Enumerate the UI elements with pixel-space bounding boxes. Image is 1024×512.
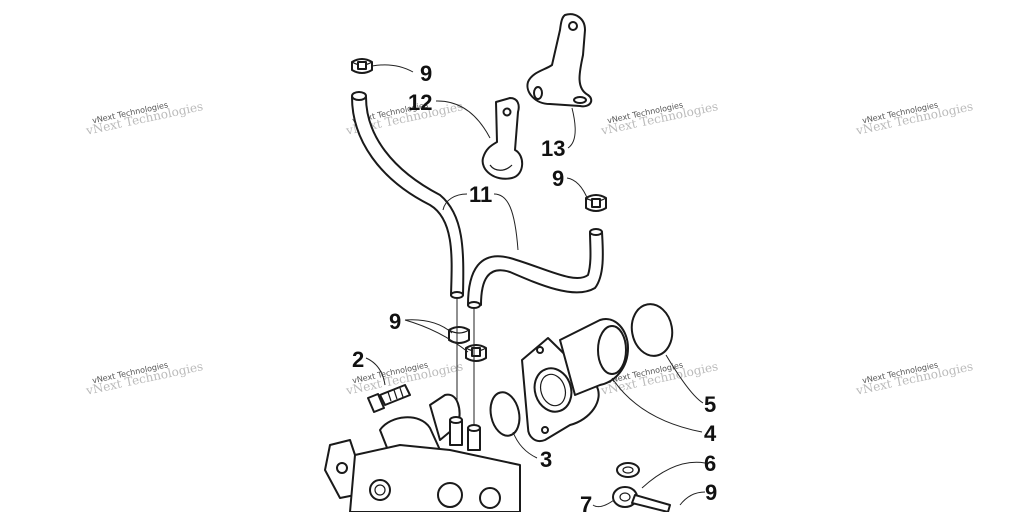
leader-3 xyxy=(512,431,538,459)
callout-3: 3 xyxy=(540,447,552,472)
callout-9-bottom: 9 xyxy=(705,480,717,505)
part-5-o-ring xyxy=(630,303,674,357)
leader-12 xyxy=(435,100,491,139)
oil-pump-body xyxy=(324,393,521,512)
leader-9c-1 xyxy=(404,319,453,334)
leader-7 xyxy=(592,499,615,508)
leader-9c-2 xyxy=(404,319,469,353)
callout-2: 2 xyxy=(352,347,364,372)
leader-11-left xyxy=(442,193,468,211)
part-9-clamp-right xyxy=(585,194,607,212)
leader-4 xyxy=(611,377,703,433)
callout-13: 13 xyxy=(541,136,565,161)
part-2-bolt xyxy=(367,384,411,413)
part-7-banjo-fitting xyxy=(612,486,671,512)
callout-6: 6 xyxy=(704,451,716,476)
part-13-bracket xyxy=(526,13,593,108)
watermark-bottom-right: vNext Technologies vNext Technologies xyxy=(854,359,974,398)
callout-9-top: 9 xyxy=(420,61,432,86)
part-11-hose-right xyxy=(467,228,604,309)
callout-9-middle: 9 xyxy=(389,309,401,334)
callout-7: 7 xyxy=(580,492,592,512)
part-4-flange-adapter xyxy=(521,318,629,442)
leader-6 xyxy=(641,461,706,489)
callout-9-right: 9 xyxy=(552,166,564,191)
callout-5: 5 xyxy=(704,392,716,417)
leader-13 xyxy=(567,107,576,149)
callout-11: 11 xyxy=(469,182,492,207)
callout-12: 12 xyxy=(408,90,432,115)
watermark-top-right: vNext Technologies vNext Technologies xyxy=(854,99,974,138)
part-6-washer xyxy=(616,462,640,478)
leader-5 xyxy=(665,354,704,404)
part-3-o-ring xyxy=(489,391,521,437)
watermark-bottom-left: vNext Technologies vNext Technologies xyxy=(84,359,204,398)
callout-4: 4 xyxy=(704,421,717,446)
leader-11-right xyxy=(493,193,519,251)
part-11-hose-left xyxy=(351,91,465,299)
watermark-top-left: vNext Technologies vNext Technologies xyxy=(84,99,204,138)
leader-9a xyxy=(371,64,414,73)
part-9-clamps-middle xyxy=(448,326,487,362)
part-12-p-clamp xyxy=(481,97,524,180)
leader-9d xyxy=(679,491,706,506)
leader-2 xyxy=(365,357,386,386)
leader-lines xyxy=(365,64,706,508)
watermark-top-mid-right: vNext Technologies vNext Technologies xyxy=(599,99,719,138)
part-9-clamp-top xyxy=(351,58,373,74)
leader-9b xyxy=(566,177,589,201)
